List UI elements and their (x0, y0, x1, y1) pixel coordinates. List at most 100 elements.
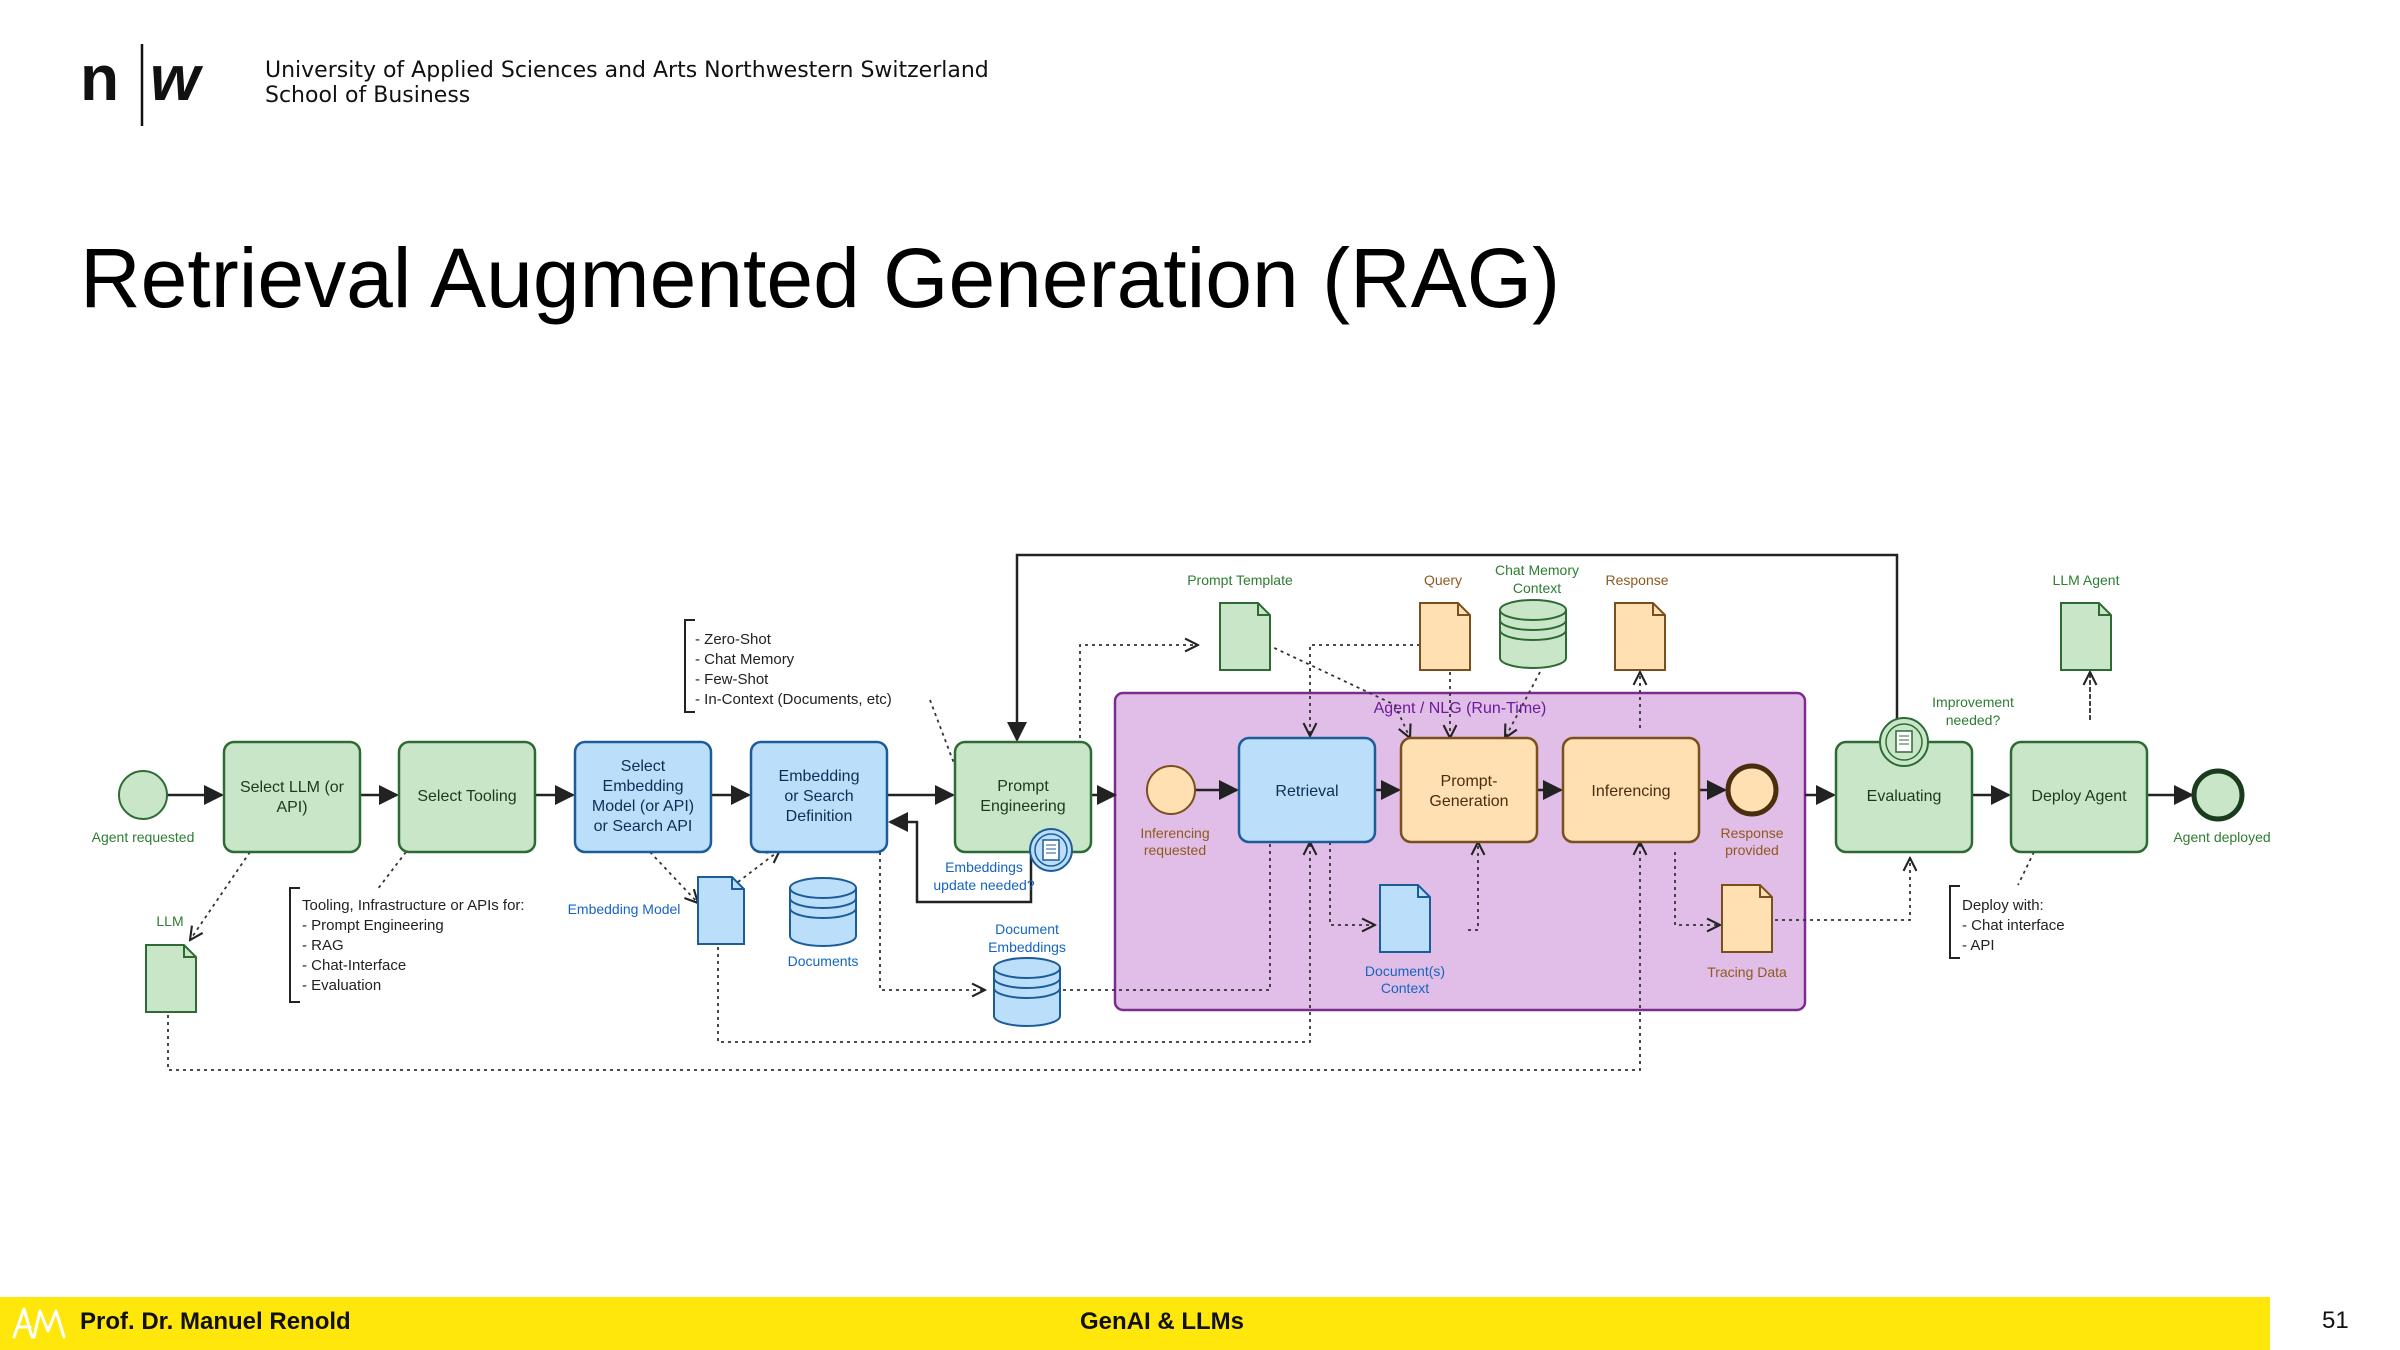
response-data-object[interactable] (1614, 602, 1666, 671)
llm-agent-data-object[interactable] (2060, 602, 2112, 671)
task-select-tooling-label: Select Tooling (417, 788, 516, 805)
prompt-types-item-2: - Chat Memory (695, 651, 795, 668)
task-inferencing-label: Inferencing (1591, 783, 1670, 800)
tooling-item-5: - Evaluation (302, 977, 381, 994)
task-deploy-agent-label: Deploy Agent (2031, 788, 2127, 805)
deploy-item-2: - Chat interface (1962, 917, 2065, 934)
response-provided-label-2: provided (1725, 842, 1779, 858)
svg-text:n: n (80, 42, 119, 114)
task-deploy-agent[interactable]: Deploy Agent (2009, 740, 2149, 854)
task-select-llm-label-2: API) (276, 799, 307, 816)
chat-memory-label-2: Context (1513, 580, 1561, 596)
tracing-data-label: Tracing Data (1707, 964, 1787, 980)
document-list-icon (1042, 839, 1060, 861)
chat-memory-data-store[interactable] (1499, 599, 1567, 669)
deploy-annotation: Deploy with: - Chat interface - API (1949, 885, 2065, 959)
footer-author: Prof. Dr. Manuel Renold (80, 1308, 351, 1335)
tooling-item-2: - Prompt Engineering (302, 917, 444, 934)
documents-context-data-object[interactable] (1379, 884, 1431, 953)
embeddings-update-conditional-event[interactable] (1029, 828, 1073, 872)
query-label: Query (1424, 572, 1462, 588)
task-prompt-gen-label-1: Prompt- (1441, 773, 1498, 790)
agent-requested-start-event[interactable] (118, 770, 168, 820)
flow-improvement-loop (1007, 553, 1899, 742)
task-embedding-def-label-2: or Search (784, 788, 853, 805)
response-label: Response (1605, 572, 1668, 588)
task-inferencing[interactable]: Inferencing (1561, 736, 1701, 844)
footer-bar: Prof. Dr. Manuel Renold GenAI & LLMs (0, 1297, 2270, 1350)
task-retrieval-label: Retrieval (1275, 783, 1338, 800)
task-embedding-def-label-1: Embedding (779, 768, 860, 785)
task-select-llm-label-1: Select LLM (or (240, 779, 345, 796)
tooling-item-3: - RAG (302, 937, 344, 954)
task-prompt-generation[interactable]: Prompt- Generation (1399, 736, 1539, 844)
agent-deployed-label: Agent deployed (2173, 829, 2270, 845)
prompt-template-label: Prompt Template (1187, 572, 1293, 588)
documents-context-label-2: Context (1381, 980, 1429, 996)
llm-data-object[interactable] (145, 944, 197, 1013)
tooling-item-1: Tooling, Infrastructure or APIs for: (302, 897, 525, 914)
task-prompt-eng-label-1: Prompt (997, 778, 1049, 795)
prompt-types-annotation: - Zero-Shot - Chat Memory - Few-Shot - I… (684, 619, 892, 713)
footer-course: GenAI & LLMs (1080, 1308, 1245, 1335)
improvement-label-1: Improvement (1932, 694, 2014, 710)
inferencing-requested-start-event[interactable] (1146, 765, 1196, 815)
inferencing-requested-label-2: requested (1144, 842, 1206, 858)
deploy-item-1: Deploy with: (1962, 897, 2044, 914)
documents-context-label-1: Document(s) (1365, 963, 1445, 979)
document-embeddings-data-store[interactable] (993, 957, 1061, 1027)
task-select-embedding-label-1: Select (621, 758, 666, 775)
prompt-types-item-1: - Zero-Shot (695, 631, 772, 648)
prompt-template-data-object[interactable] (1219, 602, 1271, 671)
slide-title: Retrieval Augmented Generation (RAG) (80, 231, 1561, 325)
task-embedding-definition[interactable]: Embedding or Search Definition (749, 740, 889, 854)
task-select-embedding-label-3: Model (or API) (592, 798, 694, 815)
embedding-model-data-object[interactable] (697, 876, 745, 945)
documents-label: Documents (788, 953, 859, 969)
task-select-embedding-label-4: or Search API (594, 818, 693, 835)
documents-data-store[interactable] (789, 877, 857, 947)
task-select-llm[interactable]: Select LLM (or API) (222, 740, 362, 854)
pool-label: Agent / NLG (Run-Time) (1374, 700, 1547, 717)
response-provided-label-1: Response (1720, 825, 1783, 841)
tooling-annotation: Tooling, Infrastructure or APIs for: - P… (289, 887, 525, 1003)
tracing-data-object[interactable] (1721, 884, 1773, 953)
am-logo-icon (12, 1307, 66, 1339)
response-provided-end-event[interactable] (1725, 763, 1779, 817)
page-number: 51 (2322, 1307, 2349, 1334)
task-prompt-engineering[interactable]: Prompt Engineering (953, 740, 1093, 854)
institution-line-1: University of Applied Sciences and Arts … (265, 58, 989, 83)
agent-requested-label: Agent requested (92, 829, 195, 845)
rag-process-diagram: Agent / NLG (Run-Time) (92, 553, 2271, 1071)
task-prompt-gen-label-2: Generation (1429, 793, 1508, 810)
deploy-item-3: - API (1962, 937, 1995, 954)
sequence-flows (167, 780, 2194, 904)
svg-text:w: w (150, 42, 204, 114)
task-retrieval[interactable]: Retrieval (1237, 736, 1377, 844)
embeddings-update-label-2: update needed? (933, 877, 1034, 893)
improvement-conditional-event[interactable] (1879, 717, 1929, 767)
document-embeddings-label-2: Embeddings (988, 939, 1066, 955)
task-embedding-def-label-3: Definition (786, 808, 853, 825)
chat-memory-label-1: Chat Memory (1495, 562, 1579, 578)
tooling-item-4: - Chat-Interface (302, 957, 406, 974)
institution-name: University of Applied Sciences and Arts … (265, 58, 989, 108)
task-select-tooling[interactable]: Select Tooling (397, 740, 537, 854)
prompt-types-item-3: - Few-Shot (695, 671, 769, 688)
query-data-object[interactable] (1419, 602, 1471, 671)
data-associations (167, 645, 2090, 1071)
institution-line-2: School of Business (265, 83, 471, 108)
llm-agent-label: LLM Agent (2053, 572, 2120, 588)
inferencing-requested-label-1: Inferencing (1140, 825, 1209, 841)
task-evaluating-label: Evaluating (1867, 788, 1942, 805)
fhnw-logo: n w (80, 42, 204, 126)
document-list-icon (1895, 730, 1913, 753)
llm-label: LLM (156, 913, 183, 929)
task-select-embedding-label-2: Embedding (603, 778, 684, 795)
task-select-embedding-model[interactable]: Select Embedding Model (or API) or Searc… (573, 740, 713, 854)
agent-deployed-end-event[interactable] (2191, 768, 2245, 822)
embedding-model-label: Embedding Model (568, 901, 681, 917)
embeddings-update-label-1: Embeddings (945, 859, 1023, 875)
task-prompt-eng-label-2: Engineering (980, 798, 1065, 815)
improvement-label-2: needed? (1946, 712, 2001, 728)
